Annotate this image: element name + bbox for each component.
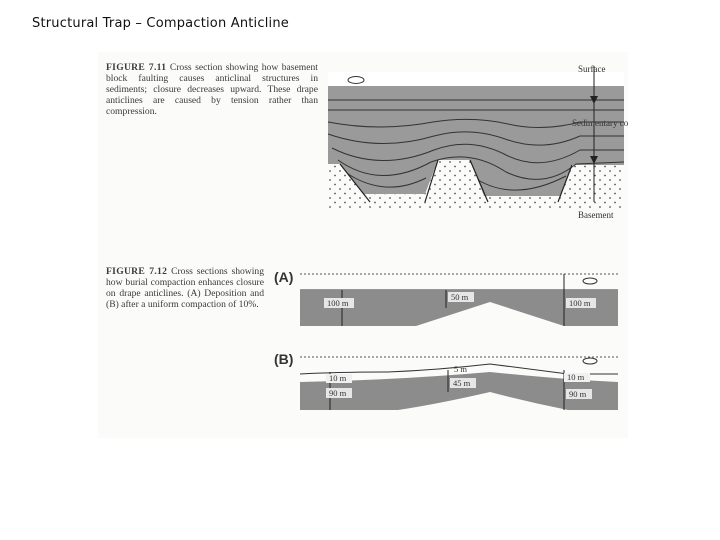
panel-b-right-top-thickness: 10 m <box>567 372 585 382</box>
panel-a-right-thickness: 100 m <box>569 298 591 308</box>
panel-a-closure-symbol <box>582 277 598 285</box>
scanned-textbook-figure: FIGURE 7.11 Cross section showing how ba… <box>98 52 628 438</box>
basement-label: Basement <box>578 210 614 220</box>
panel-b-sediment <box>300 372 618 410</box>
figure-7-11-cross-section: Surface Sedimentary cover Basement <box>327 64 628 220</box>
figure-7-12-panel-a: (A) 100 m 50 m 100 m <box>274 269 618 326</box>
panel-b-left-bottom-thickness: 90 m <box>329 388 347 398</box>
panel-b-top-middle-thickness: 5 m <box>454 364 467 374</box>
sedimentary-cover-label: Sedimentary cover <box>572 118 628 128</box>
basement-faults <box>339 159 573 203</box>
panel-b-closure-symbol <box>582 357 598 365</box>
panel-b-tag: (B) <box>274 351 293 367</box>
closure-symbol <box>347 76 365 84</box>
panel-b-right-bottom-thickness: 90 m <box>569 389 587 399</box>
panel-a-sediment <box>300 290 618 326</box>
figure-7-12-panel-b: (B) 5 m 10 m 90 m 45 m 10 m 90 m <box>274 351 618 410</box>
surface-label: Surface <box>578 64 605 74</box>
panel-a-middle-thickness: 50 m <box>451 292 469 302</box>
panel-b-left-top-thickness: 10 m <box>329 373 347 383</box>
panel-a-left-thickness: 100 m <box>327 298 349 308</box>
figure-drawings: Surface Sedimentary cover Basement (A) 1… <box>274 64 628 410</box>
figure-7-12-caption: FIGURE 7.12 Cross sections showing how b… <box>106 266 264 310</box>
figure-7-12-caption-text: Cross sections showing how burial compac… <box>106 266 264 310</box>
sediment-strata <box>327 99 625 191</box>
figure-7-11-caption-text: Cross section showing how basement block… <box>106 62 318 117</box>
panel-b-middle-thickness: 45 m <box>453 378 471 388</box>
figure-7-11-label: FIGURE 7.11 <box>106 62 167 73</box>
figure-7-12-label: FIGURE 7.12 <box>106 266 168 277</box>
figure-7-11-caption: FIGURE 7.11 Cross section showing how ba… <box>106 62 318 117</box>
panel-a-tag: (A) <box>274 269 293 285</box>
slide-title: Structural Trap – Compaction Anticline <box>32 16 289 31</box>
sedimentary-cover <box>328 86 624 196</box>
